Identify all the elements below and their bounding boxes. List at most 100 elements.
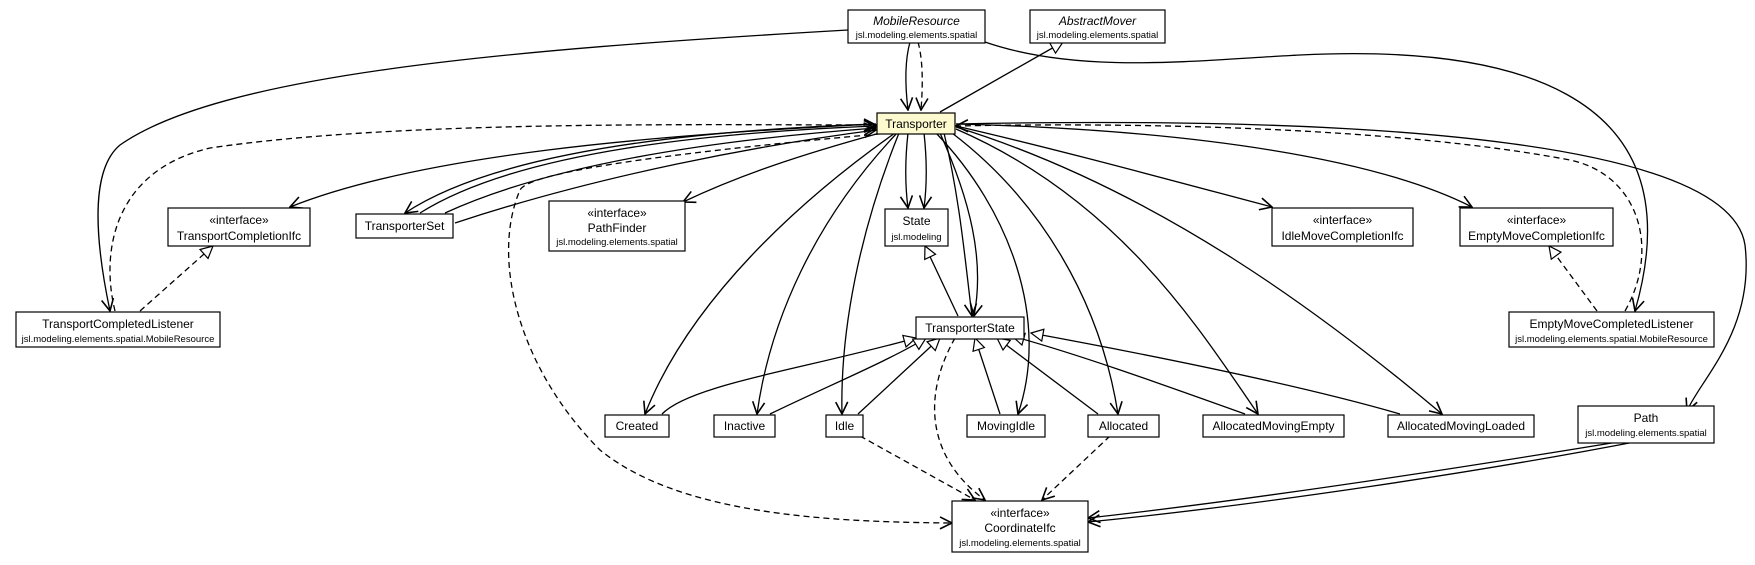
class-idle[interactable]: Idle [825,414,864,438]
class-name: MovingIdle [977,419,1035,433]
edge-transporter-stateA [906,132,908,208]
edge-idle-transporterstate [857,338,940,415]
class-name: TransportCompletionIfc [177,229,301,243]
edge-transporterstate-state [925,246,959,317]
edge-emptymovecompletedlistener-emptymovecompletionifc [1549,246,1598,312]
class-name: TransportCompletedListener [42,317,194,331]
class-coordinateifc[interactable]: «interface» CoordinateIfc jsl.modeling.e… [951,500,1089,553]
edge-transporter-abstractmover [939,42,1063,113]
class-name: AllocatedMovingLoaded [1397,419,1525,433]
edge-transporter-transportersetA [405,123,877,213]
edge-transporter-stateB [924,132,926,208]
edge-transporter-idlemovecompletionifc [955,125,1272,207]
class-movingidle[interactable]: MovingIdle [966,414,1046,438]
edge-transportcompletedlistener-transporter-dep [109,125,876,312]
nodes: MobileResource jsl.modeling.elements.spa… [15,9,1715,553]
edge-created-transporterstate [661,338,916,415]
edge-transporter-pathfinder [683,132,881,202]
class-name: AbstractMover [1058,14,1137,28]
edge-transporter-path [955,121,1747,411]
class-path[interactable]: Path jsl.modeling.elements.spatial [1577,405,1715,444]
edge-path-coordinateifcA [1088,439,1631,518]
edge-emptymovecompletedlistener-transporter-dep [956,125,1643,312]
class-name: State [902,214,930,228]
class-transporter[interactable]: Transporter [876,112,956,135]
edge-transporter-coordinateifc-dep [508,132,952,523]
class-name: Created [616,419,659,433]
class-name: CoordinateIfc [984,521,1055,535]
class-name: AllocatedMovingEmpty [1212,419,1334,433]
class-name: Inactive [724,419,766,433]
class-mobileresource[interactable]: MobileResource jsl.modeling.elements.spa… [847,9,986,44]
edge-transporter-transportcompletionifc [290,123,877,207]
class-stereotype: «interface» [1507,213,1567,227]
class-package: jsl.modeling.elements.spatial [958,538,1080,549]
class-emptymovecompletedlistener[interactable]: EmptyMoveCompletedListener jsl.modeling.… [1508,311,1715,348]
class-allocatedmovingempty[interactable]: AllocatedMovingEmpty [1202,414,1345,438]
class-emptymovecompletionifc[interactable]: «interface» EmptyMoveCompletionIfc [1459,207,1614,247]
class-package: jsl.modeling.elements.spatial [1036,30,1158,41]
edge-mobileresource-transportcompletedlistener [97,29,849,311]
edge-allocatedmovingempty-transporterstate [1012,336,1246,415]
edge-allocated-coordinateifc-dep [1042,435,1111,500]
edge-path-coordinateifcB [1088,439,1646,522]
class-idlemovecompletionifc[interactable]: «interface» IdleMoveCompletionIfc [1271,207,1414,247]
edge-transporter-movingidle [935,132,1030,414]
edges [97,29,1747,523]
class-state[interactable]: State jsl.modeling [884,208,949,247]
edge-transporter-allocated [951,132,1118,414]
class-package: jsl.modeling.elements.spatial [1584,428,1706,439]
class-inactive[interactable]: Inactive [713,414,776,438]
class-abstractmover[interactable]: AbstractMover jsl.modeling.elements.spat… [1029,9,1166,44]
class-name: EmptyMoveCompletedListener [1529,317,1693,331]
edge-transporter-transporterstateA [939,132,978,316]
class-transportcompletedlistener[interactable]: TransportCompletedListener jsl.modeling.… [15,311,221,348]
class-name: PathFinder [588,221,647,235]
edge-transporter-allocatedmovingempty [955,128,1258,414]
edge-transporter-transporterstateB [943,132,972,316]
edge-transporterset-transporterB [444,128,876,214]
class-allocatedmovingloaded[interactable]: AllocatedMovingLoaded [1387,414,1535,438]
edge-idle-coordinateifc-dep [859,435,975,500]
edge-allocatedmovingloaded-transporterstate [1031,333,1401,415]
class-transporterstate[interactable]: TransporterState [915,316,1025,340]
class-package: jsl.modeling [890,232,941,243]
class-pathfinder[interactable]: «interface» PathFinder jsl.modeling.elem… [548,200,686,252]
class-name: TransporterState [925,321,1015,335]
edge-mobileresource-emptymovecompletedlistener [984,41,1648,311]
class-package: jsl.modeling.elements.spatial.MobileReso… [1514,334,1708,345]
edge-transporter-inactive [757,132,898,414]
class-package: jsl.modeling.elements.spatial [555,237,677,248]
edge-inactive-transporterstate [769,338,926,415]
edge-transportcompletedlistener-transportcompletionifc [139,246,213,312]
edge-mobileresource-transporter [906,41,910,110]
class-name: MobileResource [873,14,960,28]
class-name: Idle [835,419,855,433]
class-stereotype: «interface» [209,213,269,227]
class-stereotype: «interface» [990,506,1050,520]
edge-transporterstate-coordinateifc-dep [933,337,985,500]
edge-movingidle-transporterstate [975,338,1001,415]
class-name: IdleMoveCompletionIfc [1281,229,1403,243]
class-transportcompletionifc[interactable]: «interface» TransportCompletionIfc [167,207,311,247]
class-name: Path [1634,411,1659,425]
class-stereotype: «interface» [1313,213,1373,227]
class-name: TransporterSet [365,219,445,233]
edge-transporter-allocatedmovingloaded [955,126,1442,414]
class-name: Transporter [885,117,947,131]
edge-mobileresource-transporter-dep [918,41,922,110]
class-stereotype: «interface» [587,206,647,220]
edge-transporter-created [645,132,896,414]
class-package: jsl.modeling.elements.spatial [855,30,977,41]
class-allocated[interactable]: Allocated [1087,414,1160,438]
class-package: jsl.modeling.elements.spatial.MobileReso… [21,334,215,345]
edge-transporterset-transporterA [419,126,876,214]
edge-allocated-transporterstate [997,338,1099,415]
edge-transporter-idle [842,132,900,414]
class-name: EmptyMoveCompletionIfc [1468,229,1605,243]
class-created[interactable]: Created [604,414,670,438]
class-name: Allocated [1099,419,1148,433]
class-transporterset[interactable]: TransporterSet [355,213,454,239]
edge-transporter-emptymovecompletionifc [955,123,1472,207]
